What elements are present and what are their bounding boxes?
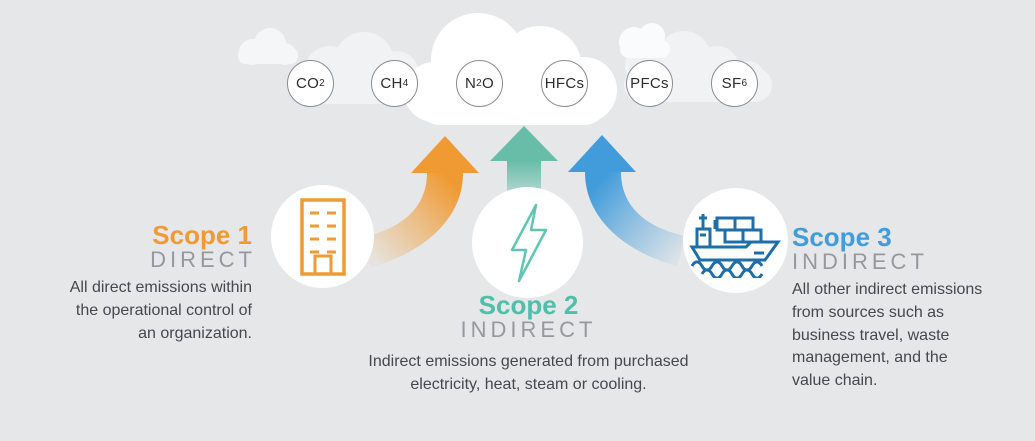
- scope2-description: Indirect emissions generated from purcha…: [368, 353, 689, 393]
- gas-label: PFCs: [630, 75, 669, 92]
- gas-label: SF: [721, 75, 742, 92]
- cloud-white-small-right: [619, 23, 670, 58]
- building-icon: [299, 197, 346, 276]
- scope3-arrow-shaft: [585, 172, 685, 266]
- scope1-icon-circle: [271, 185, 374, 288]
- scope1-arrow-head: [411, 136, 479, 173]
- gas-label: N: [465, 75, 477, 92]
- scope2-icon-circle: [472, 187, 583, 298]
- scope3-text-block: Scope 3 INDIRECT All other indirect emis…: [792, 224, 1032, 393]
- scope1-description: All direct emissions within the operatio…: [69, 279, 252, 342]
- scope2-text-block: Scope 2 INDIRECT Indirect emissions gene…: [330, 292, 727, 397]
- scope3-title: Scope 3: [792, 222, 892, 252]
- scope2-type: INDIRECT: [460, 317, 597, 342]
- gas-badge-pfcs: PFCs: [626, 60, 673, 107]
- gas-label: HFCs: [544, 75, 585, 92]
- gas-badge-hfcs: HFCs: [541, 60, 588, 107]
- scope1-text-block: Scope 1 DIRECT All direct emissions with…: [0, 222, 252, 345]
- scope3-type: INDIRECT: [792, 249, 928, 274]
- scope3-description: All other indirect emissions from source…: [792, 281, 983, 390]
- scope2-arrow-head: [490, 126, 558, 161]
- gas-label-tail: O: [482, 75, 494, 92]
- scope3-arrow: [568, 135, 685, 266]
- scope3-arrow-head: [568, 135, 636, 172]
- gas-label: CO: [296, 75, 320, 92]
- scope1-title: Scope 1: [152, 220, 252, 250]
- lightning-bolt-icon: [510, 203, 547, 282]
- scope2-arrow: [490, 126, 558, 196]
- gas-label: CH: [380, 75, 403, 92]
- cloud-white-central: [404, 13, 617, 125]
- scope1-arrow: [363, 136, 479, 267]
- container-ship-icon: [688, 213, 781, 278]
- scope1-type: DIRECT: [150, 247, 256, 272]
- scope2-title: Scope 2: [478, 290, 579, 320]
- scope3-icon-circle: [683, 188, 788, 293]
- cloud-light-left-small: [238, 28, 298, 65]
- scope1-arrow-shaft: [363, 173, 463, 267]
